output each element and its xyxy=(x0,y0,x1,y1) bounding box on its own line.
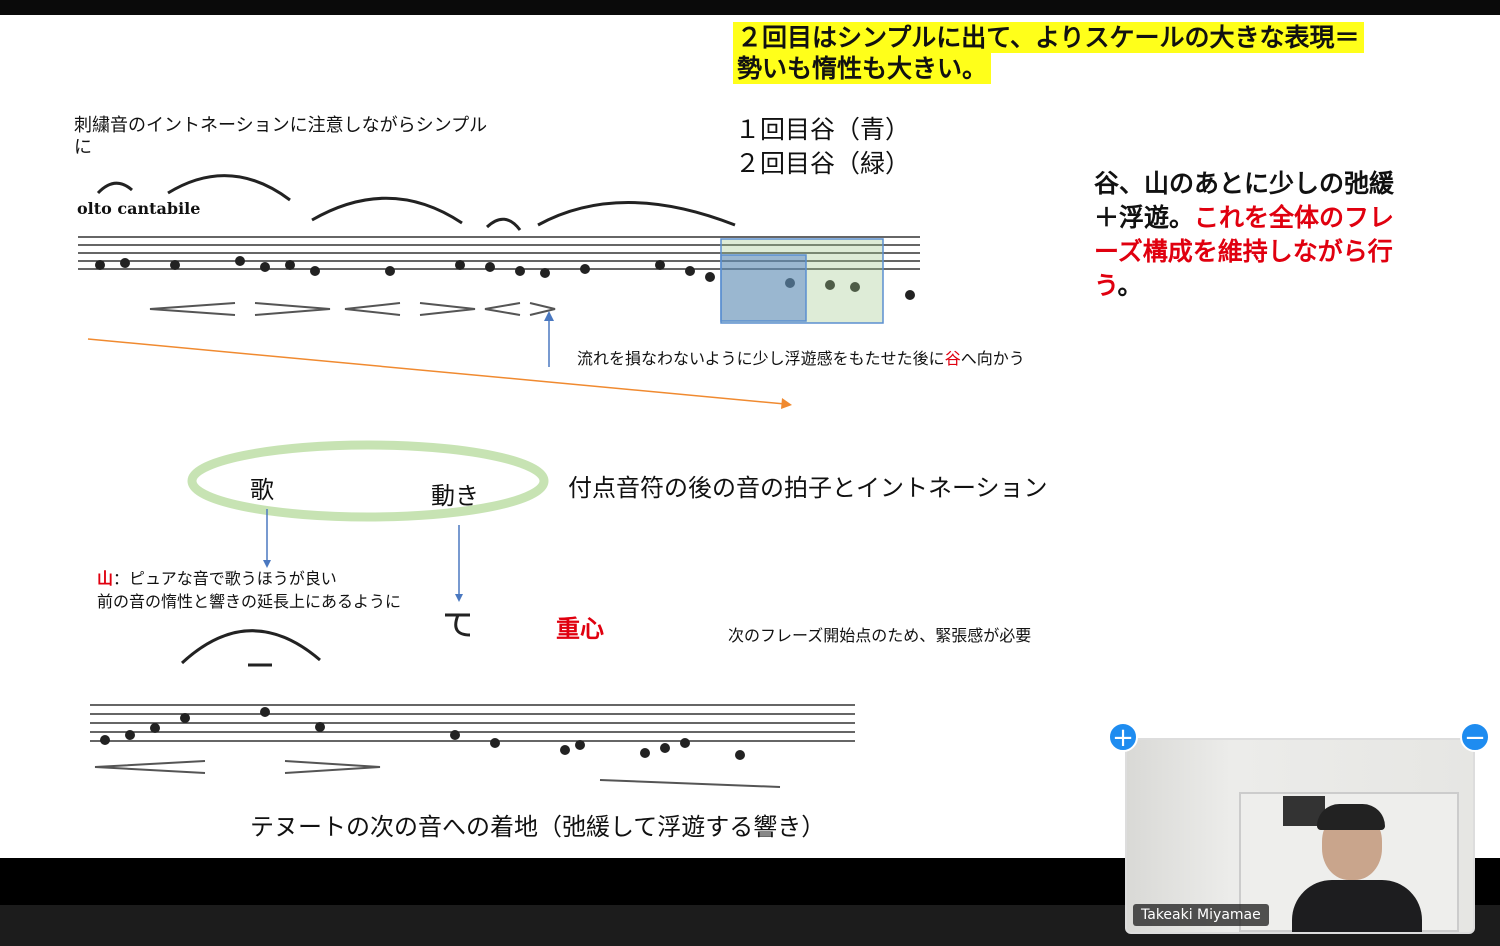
hairpins-bottom xyxy=(94,760,781,788)
dotted-note-heading: 付点音符の後の音の拍子とイントネーション xyxy=(568,474,1048,502)
top-bar xyxy=(0,0,1500,15)
tenuto-note: テヌートの次の音への着地（弛緩して浮遊する響き） xyxy=(250,813,826,841)
ellipse-highlight xyxy=(187,440,549,522)
plus-icon[interactable]: + xyxy=(1108,722,1138,752)
phrase-line-3: ーズ構成を維持しながら行 xyxy=(1094,237,1393,266)
green-valley-box xyxy=(720,238,884,324)
tempo-marking: olto cantabile xyxy=(77,199,201,218)
phrase-line-4a: う xyxy=(1094,271,1118,300)
notes-bottom xyxy=(100,707,745,760)
phrase-line-1: 谷、山のあとに少しの弛緩 xyxy=(1094,169,1395,198)
staff-bottom xyxy=(90,704,855,742)
mountain-label: 山 xyxy=(97,569,114,588)
highlight-line-1: ２回目はシンプルに出て、よりスケールの大きな表現＝ xyxy=(733,22,1364,53)
slurs-bottom xyxy=(180,613,471,667)
arrow-note: 流れを損なわないように少し浮遊感をもたせた後に谷へ向かう xyxy=(577,345,1025,369)
participant-video[interactable]: Takeaki Miyamae xyxy=(1125,738,1475,934)
highlight-note: ２回目はシンプルに出て、よりスケールの大きな表現＝ 勢いも惰性も大きい。 xyxy=(733,22,1364,84)
phrase-note: 谷、山のあとに少しの弛緩 ＋浮遊。これを全体のフレ ーズ構成を維持しながら行 う… xyxy=(1094,167,1394,303)
inertia-text: 前の音の惰性と響きの延長上にあるように xyxy=(97,592,402,611)
phrase-line-4b: 。 xyxy=(1117,271,1143,300)
arrow-note-valley: 谷 xyxy=(944,349,961,368)
embroidery-note: 刺繍音のイントネーションに注意しながらシンプル に xyxy=(74,115,487,159)
trend-arrow xyxy=(87,338,786,405)
label-song: 歌 xyxy=(250,476,274,504)
participant-name: Takeaki Miyamae xyxy=(1133,904,1269,926)
phrase-line-2b: これを全体のフレ xyxy=(1194,203,1395,232)
blue-valley-box xyxy=(720,254,807,322)
slurs-top xyxy=(96,174,736,231)
staff-top xyxy=(78,236,920,270)
highlight-line-2: 勢いも惰性も大きい。 xyxy=(733,53,992,84)
center-of-gravity: 重心 xyxy=(556,615,604,643)
music-score-graphics xyxy=(78,174,920,788)
legend-green: ２回目谷（緑） xyxy=(735,149,911,178)
mountain-note: 山：ピュアな音で歌うほうが良い 前の音の惰性と響きの延長上にあるように xyxy=(97,567,401,613)
note-line-1: 刺繍音のイントネーションに注意しながらシンプル xyxy=(74,115,488,136)
person-hair xyxy=(1317,804,1385,830)
hairpins-top xyxy=(149,302,556,316)
mountain-text: ：ピュアな音で歌うほうが良い xyxy=(113,569,337,588)
person-body xyxy=(1292,880,1422,932)
arrow-note-text: 流れを損なわないように少し浮遊感をもたせた後に xyxy=(577,349,945,368)
notes-top xyxy=(95,256,915,300)
minus-icon[interactable]: − xyxy=(1460,722,1490,752)
label-motion: 動き xyxy=(431,482,479,510)
note-line-2: に xyxy=(74,137,92,158)
legend: １回目谷（青） ２回目谷（緑） xyxy=(735,113,910,181)
phrase-line-2a: ＋浮遊。 xyxy=(1094,203,1195,232)
tension-note: 次のフレーズ開始点のため、緊張感が必要 xyxy=(728,626,1032,645)
arrow-note-end: へ向かう xyxy=(960,349,1025,368)
legend-blue: １回目谷（青） xyxy=(735,115,911,144)
shared-slide: ２回目はシンプルに出て、よりスケールの大きな表現＝ 勢いも惰性も大きい。 刺繍音… xyxy=(0,15,1500,858)
